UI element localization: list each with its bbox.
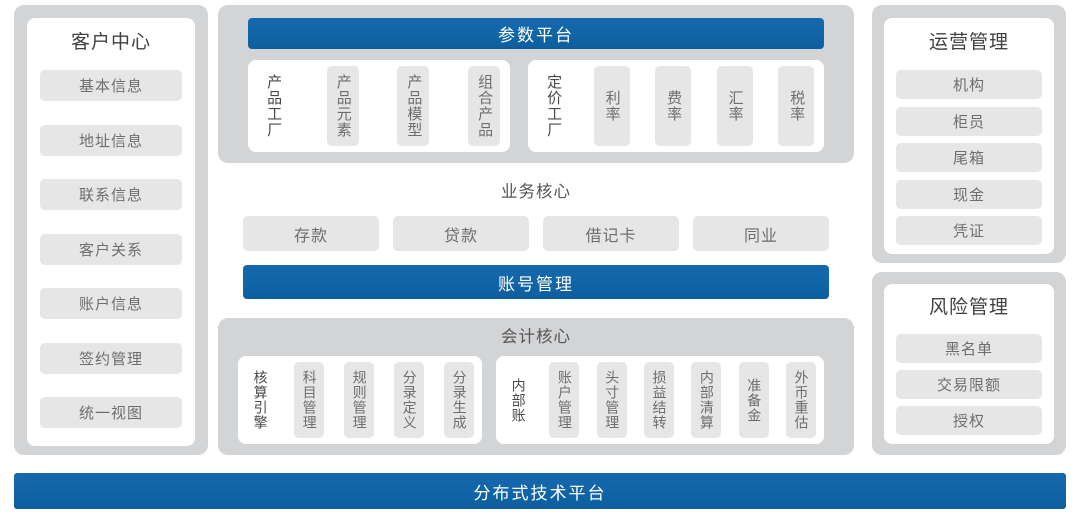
vertical-item[interactable]: 产品元素 [326,66,359,146]
list-item[interactable]: 凭证 [896,216,1042,245]
list-item[interactable]: 机构 [896,70,1042,99]
vertical-item[interactable]: 账户管理 [549,362,580,438]
vertical-item[interactable]: 外币重估 [785,362,816,438]
list-item[interactable]: 贷款 [393,216,529,251]
platform-bottom-label: 分布式技术平台 [473,483,607,503]
business-core-title: 业务核心 [501,183,571,201]
vertical-item[interactable]: 规则管理 [344,362,374,438]
list-item[interactable]: 尾箱 [896,143,1042,172]
risk-title: 风险管理 [928,297,1009,318]
vertical-item[interactable]: 科目管理 [294,362,324,438]
account-management-bar: 账号管理 [243,265,829,299]
product-factory-card [248,60,510,152]
vertical-item[interactable]: 税率 [778,66,814,146]
vertical-item[interactable]: 内部账 [510,377,527,423]
vertical-item[interactable]: 产品模型 [397,66,430,146]
operations-items: 机构 柜员 尾箱 现金 凭证 [896,70,1042,245]
vertical-item[interactable]: 头寸管理 [596,362,627,438]
vertical-item[interactable]: 利率 [593,66,630,146]
accounting-core-title: 会计核心 [501,328,571,346]
business-core-items: 存款 贷款 借记卡 同业 [243,216,829,251]
product-factory-group: 产品工厂 产品元素 产品模型 组合产品 [258,66,500,146]
vertical-item[interactable]: 费率 [655,66,691,146]
list-item[interactable]: 地址信息 [40,124,182,156]
vertical-item[interactable]: 产品工厂 [265,74,283,138]
list-item[interactable]: 同业 [693,216,829,251]
parameter-platform-title: 参数平台 [498,26,574,45]
accounting-engine-group: 核算引擎 科目管理 规则管理 分录定义 分录生成 [246,362,474,438]
vertical-item[interactable]: 组合产品 [467,66,500,146]
operations-title: 运营管理 [928,32,1009,53]
vertical-item[interactable]: 内部清算 [691,362,722,438]
list-item[interactable]: 统一视图 [40,397,182,428]
list-item[interactable]: 联系信息 [40,179,182,210]
vertical-item[interactable]: 准备金 [738,362,769,438]
internal-ledger-group: 内部账 账户管理 头寸管理 损益结转 内部清算 准备金 外币重估 [504,362,816,438]
list-item[interactable]: 柜员 [896,106,1042,136]
vertical-item[interactable]: 损益结转 [643,362,674,438]
risk-items: 黑名单 交易限额 授权 [896,334,1042,435]
pricing-factory-group: 定价工厂 利率 费率 汇率 税率 [538,66,814,146]
vertical-item[interactable]: 汇率 [716,66,753,146]
list-item[interactable]: 客户关系 [40,233,182,265]
vertical-item[interactable]: 定价工厂 [545,74,563,138]
customer-center-title: 客户中心 [70,32,151,53]
vertical-item[interactable]: 核算引擎 [252,370,269,430]
list-item[interactable]: 借记卡 [543,216,679,251]
list-item[interactable]: 交易限额 [896,370,1042,399]
vertical-item[interactable]: 分录生成 [444,362,474,438]
list-item[interactable]: 黑名单 [896,334,1042,363]
vertical-item[interactable]: 分录定义 [394,362,424,438]
list-item[interactable]: 基本信息 [40,70,182,101]
list-item[interactable]: 存款 [243,216,379,251]
customer-center-items: 基本信息 地址信息 联系信息 客户关系 账户信息 签约管理 统一视图 [40,70,182,428]
parameter-platform-title-bar: 参数平台 [248,18,824,49]
operations-card [884,18,1054,254]
list-item[interactable]: 账户信息 [40,288,182,319]
account-management-label: 账号管理 [498,274,574,294]
platform-bottom-bar: 分布式技术平台 [14,473,1066,509]
list-item[interactable]: 授权 [896,406,1042,435]
list-item[interactable]: 签约管理 [40,342,182,374]
list-item[interactable]: 现金 [896,179,1042,209]
